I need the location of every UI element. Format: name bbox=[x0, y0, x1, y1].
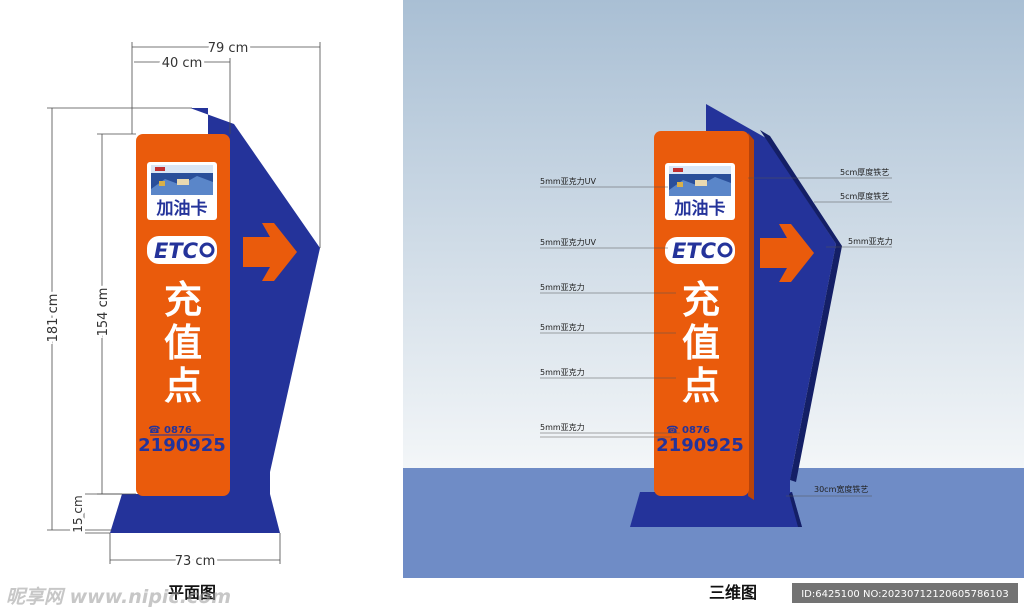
dim-panel-height: 154 cm bbox=[96, 288, 111, 337]
plan-sign-base bbox=[110, 494, 280, 533]
3d-label-left-6: 5mm亚克力 bbox=[540, 422, 585, 432]
dim-base-width: 73 cm bbox=[175, 554, 216, 569]
3d-label-left-3: 5mm亚克力 bbox=[540, 282, 585, 292]
plan-sign-panel bbox=[136, 134, 230, 496]
3d-label-left-5: 5mm亚克力 bbox=[540, 367, 585, 377]
dim-panel-width: 40 cm bbox=[162, 56, 203, 71]
3d-label-right-4: 30cm宽度铁艺 bbox=[814, 484, 868, 494]
3d-etc-label: ETC bbox=[672, 239, 717, 263]
3d-label-right-1: 5cm厚度铁艺 bbox=[840, 167, 889, 177]
plan-card-icon bbox=[151, 165, 213, 195]
3d-label-left-1: 5mm亚克力UV bbox=[540, 176, 597, 186]
3d-base-side bbox=[789, 492, 802, 527]
plan-etc-label: ETC bbox=[154, 239, 199, 263]
plan-main-char-2: 值 bbox=[164, 321, 202, 365]
watermark-logo: 昵享网 www.nipic.com bbox=[6, 586, 231, 608]
3d-main-char-2: 值 bbox=[682, 321, 720, 365]
dim-total-width: 79 cm bbox=[208, 41, 249, 56]
3d-label-left-2: 5mm亚克力UV bbox=[540, 237, 597, 247]
3d-label-right-3: 5mm亚克力 bbox=[848, 236, 893, 246]
3d-view-caption: 三维图 bbox=[709, 583, 757, 602]
3d-etc-logo-icon bbox=[717, 242, 733, 258]
3d-etc-box bbox=[665, 237, 735, 264]
plan-phone-number: 2190925 bbox=[138, 435, 226, 456]
plan-view-caption: 平面图 bbox=[168, 583, 216, 602]
3d-label-left-4: 5mm亚克力 bbox=[540, 322, 585, 332]
3d-sign-panel bbox=[654, 131, 749, 496]
watermark-id: ID:6425100 NO:20230712120605786103 bbox=[801, 589, 1009, 600]
plan-card-label: 加油卡 bbox=[156, 198, 208, 219]
plan-main-char-3: 点 bbox=[164, 364, 202, 408]
plan-arrow-right-icon bbox=[243, 223, 297, 281]
plan-etc-box bbox=[147, 236, 217, 264]
3d-main-char-3: 点 bbox=[682, 364, 720, 408]
3d-label-right-2: 5cm厚度铁艺 bbox=[840, 191, 889, 201]
3d-main-char-1: 充 bbox=[682, 278, 720, 322]
watermark-id-bg bbox=[792, 583, 1018, 603]
dim-total-height: 181 cm bbox=[46, 294, 61, 343]
3d-leader-lines bbox=[540, 177, 892, 497]
plan-phone-prefix: ☎ 0876 bbox=[148, 425, 192, 436]
3d-wing-edge bbox=[760, 130, 842, 482]
3d-phone-prefix: ☎ 0876 bbox=[666, 425, 710, 436]
plan-dimension-lines bbox=[47, 42, 321, 564]
plan-main-char-1: 充 bbox=[164, 278, 202, 322]
plan-view: 加油卡 ETC 充 值 点 ☎ 0876 2190925 bbox=[43, 38, 321, 602]
dim-base-height: 15 cm bbox=[71, 495, 85, 532]
3d-phone-number: 2190925 bbox=[656, 435, 744, 456]
3d-arrow-right-icon bbox=[760, 224, 814, 282]
plan-etc-logo-icon bbox=[199, 242, 215, 258]
3d-card-label: 加油卡 bbox=[674, 198, 726, 219]
view-3d: 加油卡 ETC 充 值 点 ☎ 0876 2190925 5mm亚克力UV 5m… bbox=[403, 0, 1024, 605]
3d-panel-side bbox=[748, 133, 754, 500]
3d-sign-base bbox=[630, 492, 802, 527]
3d-card-icon bbox=[669, 166, 731, 196]
